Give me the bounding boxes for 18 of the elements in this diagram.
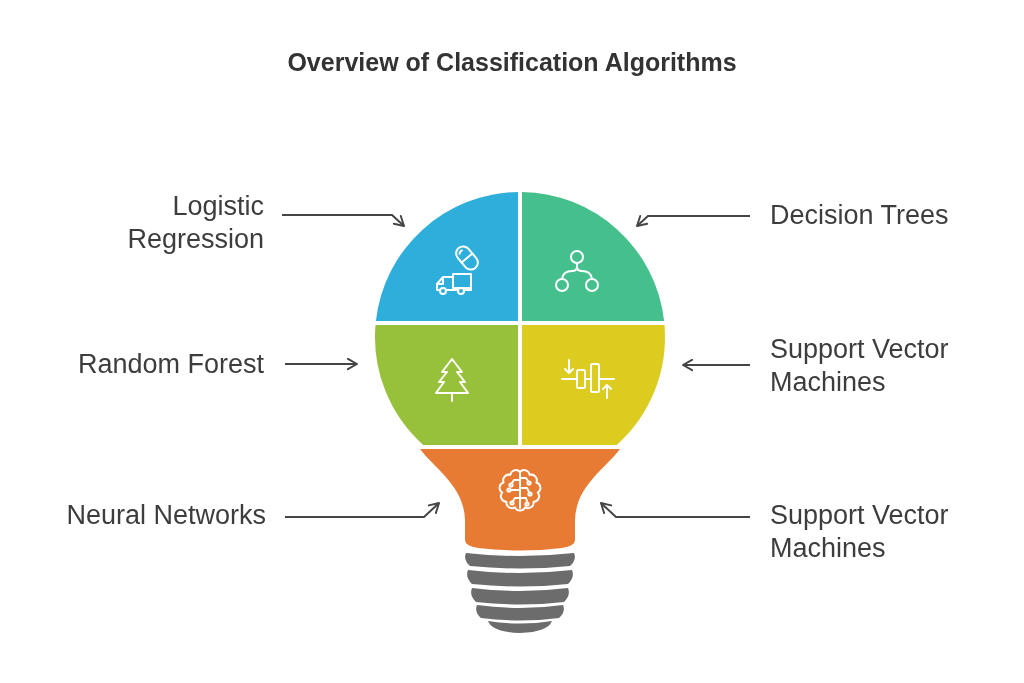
arrow <box>600 502 751 518</box>
bulb-segment <box>522 192 665 321</box>
algorithm-label: Logistic Regression <box>114 190 264 256</box>
arrow <box>284 357 358 371</box>
algorithm-label: Support Vector Machines <box>770 499 985 565</box>
title: Overview of Classification Algorithms <box>286 48 738 77</box>
algorithm-label: Random Forest <box>77 348 264 381</box>
arrow <box>636 215 751 227</box>
algorithm-label: Decision Trees <box>770 199 949 232</box>
bulb-segment <box>375 325 518 445</box>
algorithm-label: Support Vector Machines <box>770 333 985 399</box>
arrow <box>281 214 405 227</box>
algorithm-label: Neural Networks <box>66 499 266 532</box>
arrow <box>682 358 751 372</box>
bulb-segment <box>420 449 620 551</box>
bulb-segment <box>522 325 665 445</box>
arrow <box>284 502 440 518</box>
bulb-segment <box>375 192 518 321</box>
